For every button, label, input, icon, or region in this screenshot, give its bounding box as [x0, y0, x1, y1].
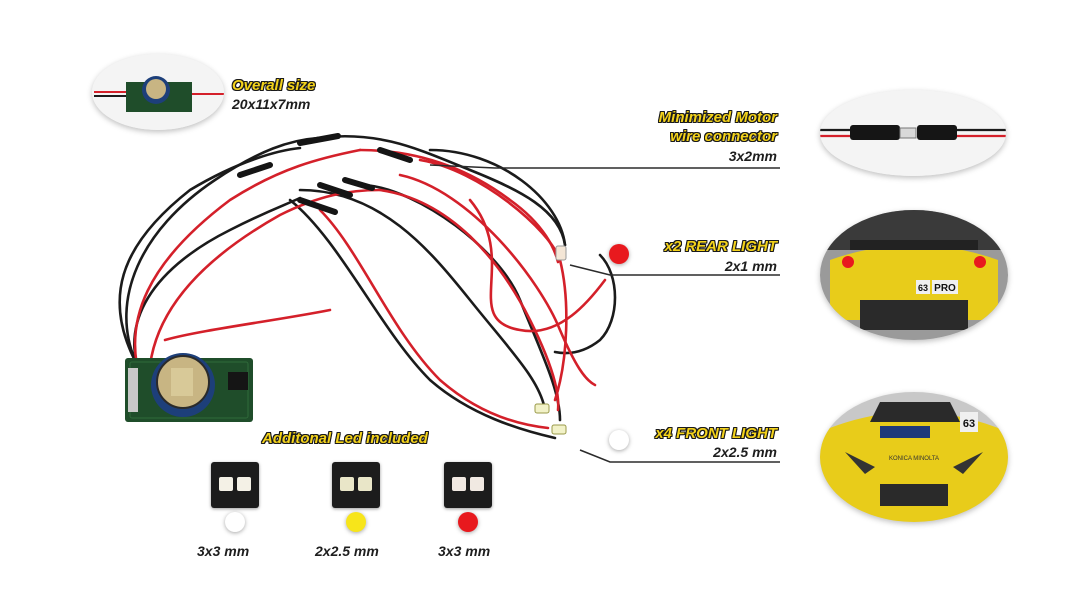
led-pad [340, 477, 354, 491]
rear-led [555, 245, 567, 261]
black-wire [298, 188, 547, 412]
black-wire [316, 134, 567, 247]
pcb-board [125, 353, 253, 422]
led-size-label: 3x3 mm [197, 543, 250, 559]
front-led-cluster [534, 403, 567, 435]
led-item [205, 462, 265, 562]
red-wire [468, 198, 607, 333]
heat-shrink [342, 177, 375, 191]
front-led [534, 403, 550, 414]
led-size-label: 3x3 mm [438, 543, 491, 559]
front-light-color-dot [609, 430, 629, 450]
overall-size-title: Overall size [232, 77, 316, 94]
front-light-title: x4 FRONT LIGHT [655, 425, 777, 442]
car-number-front: 63 [963, 418, 975, 430]
led-color-dot [458, 512, 478, 532]
led-item [330, 462, 390, 562]
black-wire [125, 136, 320, 362]
heat-shrink [297, 197, 338, 215]
led-size-label: 2x2.5 mm [315, 543, 379, 559]
heat-shrink [377, 147, 413, 163]
rear-light-title: x2 REAR LIGHT [664, 238, 777, 255]
leader-front [579, 449, 780, 463]
black-wire [118, 146, 302, 372]
led-pad [237, 477, 251, 491]
rear-light-value: 2x1 mm [724, 258, 777, 274]
red-wire [133, 148, 362, 387]
car-front-photo: 63 KONICA MINOLTA [820, 392, 1008, 522]
car-sponsor-text: KONICA MINOLTA [889, 456, 939, 462]
black-wire [428, 148, 567, 247]
car-rear-photo: PRO 63 [820, 210, 1008, 340]
car-plate-text: PRO [934, 283, 956, 294]
led-pad [219, 477, 233, 491]
led-pad [470, 477, 484, 491]
leader-rear [569, 264, 780, 276]
heat-shrink [317, 182, 353, 198]
red-wire [318, 208, 550, 430]
motor-connector-title-line1: Minimized Motor [658, 109, 777, 126]
connector-thumbnail [820, 90, 1006, 176]
led-package [211, 462, 259, 508]
car-number-rear: 63 [918, 283, 928, 293]
led-pad [358, 477, 372, 491]
overall-size-value: 20x11x7mm [232, 96, 311, 112]
black-wire [288, 198, 557, 440]
led-pad [452, 477, 466, 491]
leader-motor [429, 164, 780, 169]
additional-led-title: Additonal Led included [262, 430, 428, 447]
front-led [551, 424, 567, 435]
motor-connector-title-line2: wire connector [670, 128, 777, 145]
red-wire [398, 173, 597, 387]
motor-connector-value: 3x2mm [728, 148, 777, 164]
red-wire [163, 308, 332, 342]
rear-light-color-dot [609, 244, 629, 264]
board-thumbnail [92, 54, 224, 130]
front-light-value: 2x2.5 mm [713, 444, 777, 460]
heat-shrink [297, 133, 341, 146]
led-color-dot [346, 512, 366, 532]
red-wire [418, 158, 568, 402]
led-package [332, 462, 380, 508]
red-wire [378, 188, 560, 412]
led-color-dot [225, 512, 245, 532]
heat-shrink [237, 162, 273, 178]
led-package [444, 462, 492, 508]
led-item [440, 462, 500, 562]
